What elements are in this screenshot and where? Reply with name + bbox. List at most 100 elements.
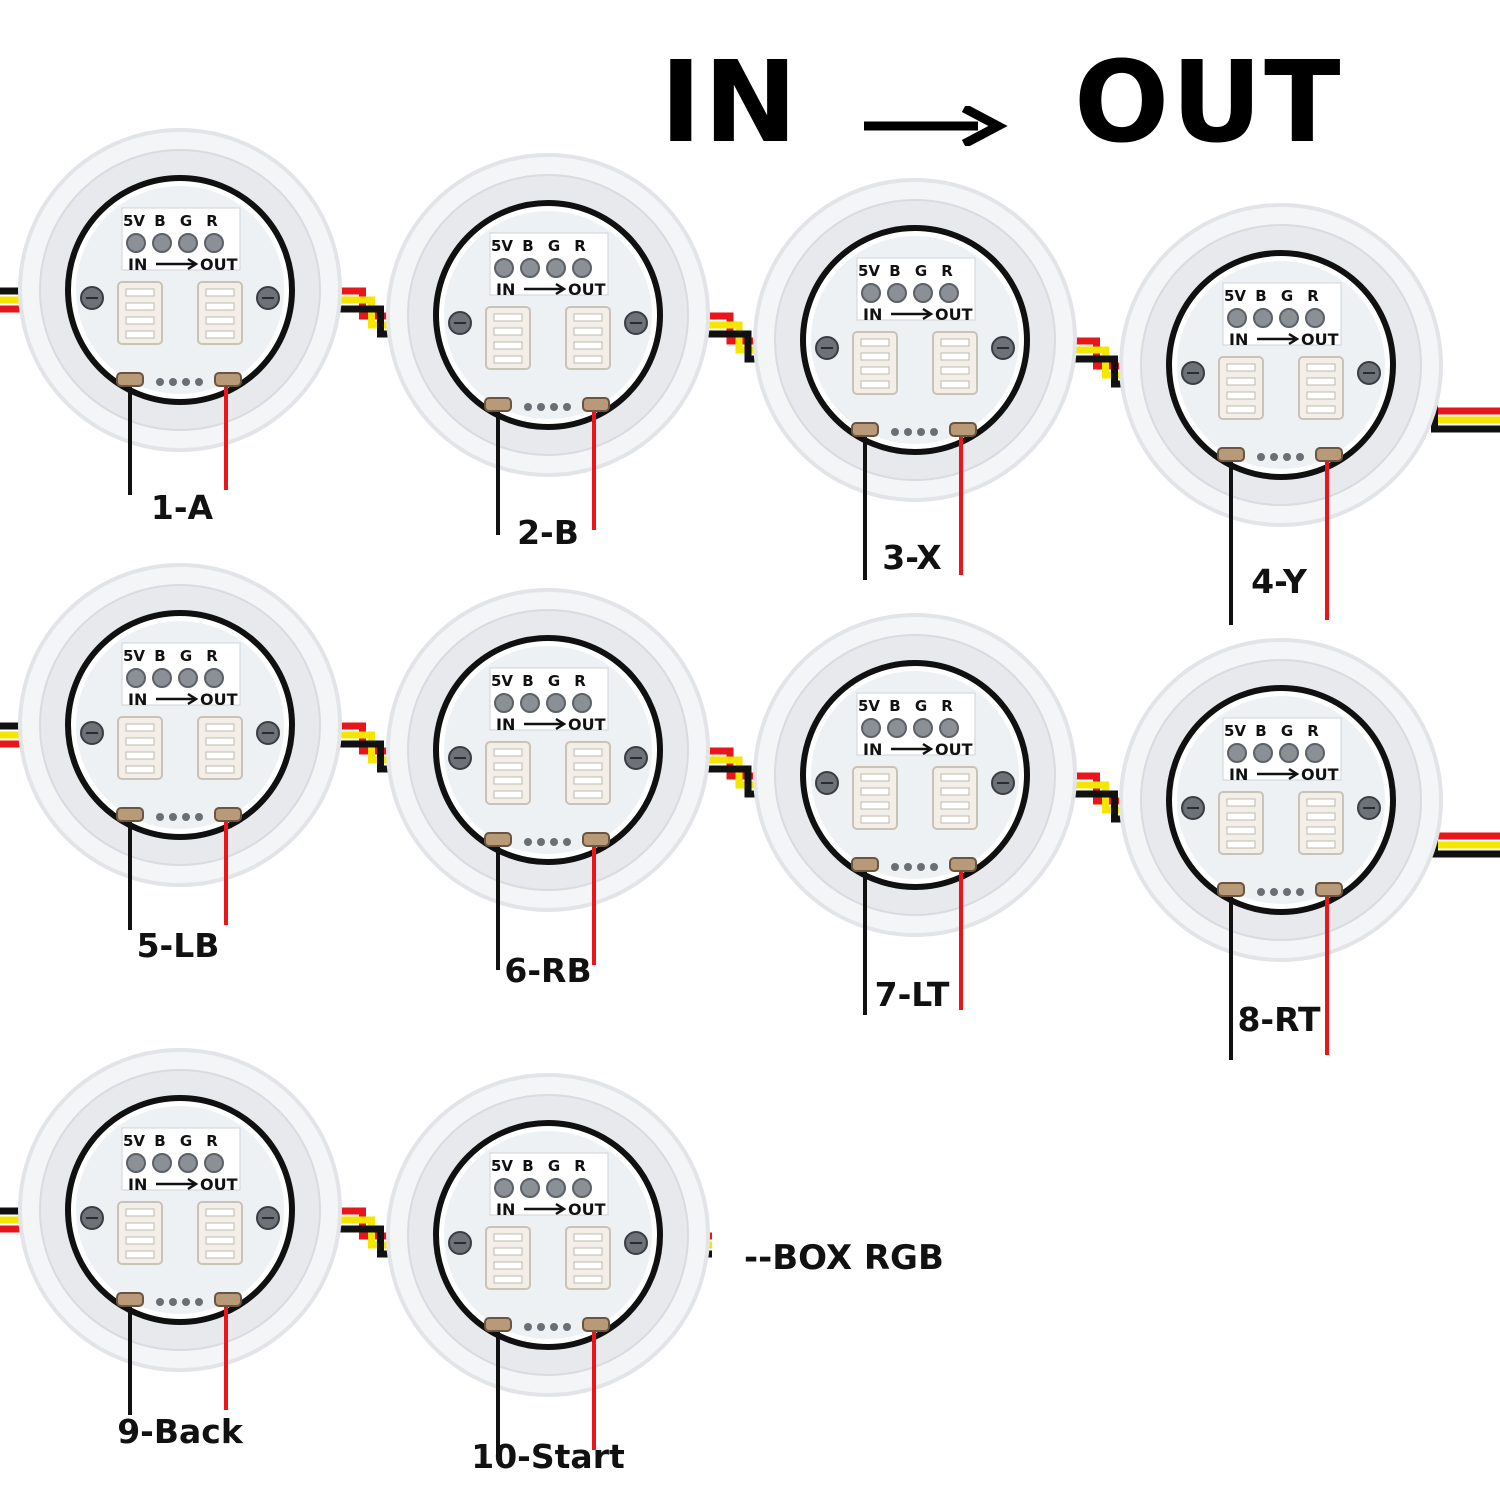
pcb-in-label: IN xyxy=(1229,765,1248,784)
pcb-pin-label: R xyxy=(206,1132,218,1150)
solder-pad xyxy=(494,693,514,713)
switch-terminal xyxy=(1217,447,1245,462)
pcb-out-label: OUT xyxy=(935,740,973,759)
small-pad xyxy=(563,403,571,411)
connector-pin xyxy=(1226,391,1256,400)
small-pad xyxy=(550,1323,558,1331)
pcb-arrow-head xyxy=(555,1202,567,1216)
pcb-arrow-head xyxy=(187,692,199,706)
solder-pad xyxy=(887,718,907,738)
connector-pin xyxy=(1306,826,1336,835)
pcb-pin-label: G xyxy=(915,262,927,280)
connector-pin xyxy=(860,787,890,796)
small-pad xyxy=(1296,888,1304,896)
pcb-out-label: OUT xyxy=(568,280,606,299)
solder-pad xyxy=(520,693,540,713)
solder-pad xyxy=(152,1153,172,1173)
pcb-out-label: OUT xyxy=(935,305,973,324)
connector-pin xyxy=(573,748,603,757)
small-pad xyxy=(1257,453,1265,461)
switch-terminal xyxy=(484,397,512,412)
connector-in xyxy=(117,1201,163,1265)
solder-pad xyxy=(572,1178,592,1198)
pcb-pin-label: B xyxy=(154,647,165,665)
small-pad xyxy=(930,863,938,871)
connector-in xyxy=(1218,791,1264,855)
solder-pad xyxy=(520,1178,540,1198)
switch-terminal xyxy=(582,1317,610,1332)
connector-pin xyxy=(205,316,235,325)
pcb-arrow-head xyxy=(922,307,934,321)
solder-pad xyxy=(1253,743,1273,763)
connector-pin xyxy=(573,327,603,336)
connector-pin xyxy=(860,366,890,375)
pcb-in-label: IN xyxy=(863,305,882,324)
connector-pin xyxy=(573,1247,603,1256)
connector-pin xyxy=(940,338,970,347)
pcb-out-label: OUT xyxy=(200,690,238,709)
switch-terminal xyxy=(949,857,977,872)
connector-pin xyxy=(205,288,235,297)
pcb-pin-label: 5V xyxy=(491,672,513,690)
pcb-pin-label: B xyxy=(889,262,900,280)
header-in-label: IN xyxy=(660,38,800,168)
small-pad xyxy=(195,378,203,386)
connector-pin xyxy=(205,723,235,732)
pcb-out-label: OUT xyxy=(1301,765,1339,784)
switch-terminal xyxy=(1315,447,1343,462)
pcb-pin-label: R xyxy=(574,1157,586,1175)
pcb-pin-label: 5V xyxy=(858,262,880,280)
connector-in xyxy=(485,741,531,805)
connector-pin xyxy=(205,765,235,774)
button-label: 8-RT xyxy=(1237,1000,1321,1039)
solder-pad xyxy=(152,233,172,253)
solder-pad xyxy=(204,1153,224,1173)
pcb-arrow-head xyxy=(1288,332,1300,346)
connector-pin xyxy=(860,338,890,347)
box-rgb-label: --BOX RGB xyxy=(744,1238,944,1278)
solder-pad xyxy=(1279,308,1299,328)
pcb-pin-label: 5V xyxy=(1224,722,1246,740)
connector-out xyxy=(565,741,611,805)
pcb-arrow-head xyxy=(555,282,567,296)
solder-pad xyxy=(861,283,881,303)
small-pad xyxy=(156,813,164,821)
connector-pin xyxy=(493,762,523,771)
pcb-pin-label: B xyxy=(154,212,165,230)
connector-pin xyxy=(493,341,523,350)
small-pad xyxy=(524,838,532,846)
connector-pin xyxy=(860,352,890,361)
connector-pin xyxy=(493,790,523,799)
small-pad xyxy=(156,378,164,386)
small-pad xyxy=(537,403,545,411)
pcb-out-label: OUT xyxy=(200,255,238,274)
small-pad xyxy=(1270,453,1278,461)
switch-terminal xyxy=(214,372,242,387)
connector-pin xyxy=(125,316,155,325)
pcb-pin-label: G xyxy=(180,212,192,230)
pcb-in-label: IN xyxy=(496,280,515,299)
connector-pin xyxy=(125,330,155,339)
pcb-pin-label: G xyxy=(1281,722,1293,740)
connector-pin xyxy=(1226,840,1256,849)
small-pad xyxy=(156,1298,164,1306)
pcb-pin-label: G xyxy=(180,1132,192,1150)
connector-pin xyxy=(1226,826,1256,835)
pcb-arrow-head xyxy=(555,717,567,731)
connector-pin xyxy=(940,380,970,389)
solder-pad xyxy=(546,693,566,713)
connector-pin xyxy=(940,787,970,796)
connector-out xyxy=(1298,791,1344,855)
small-pad xyxy=(537,1323,545,1331)
pcb-pin-label: B xyxy=(522,672,533,690)
connector-pin xyxy=(125,1208,155,1217)
connector-pin xyxy=(205,751,235,760)
pcb-pin-label: B xyxy=(1255,287,1266,305)
small-pad xyxy=(917,428,925,436)
connector-pin xyxy=(125,723,155,732)
